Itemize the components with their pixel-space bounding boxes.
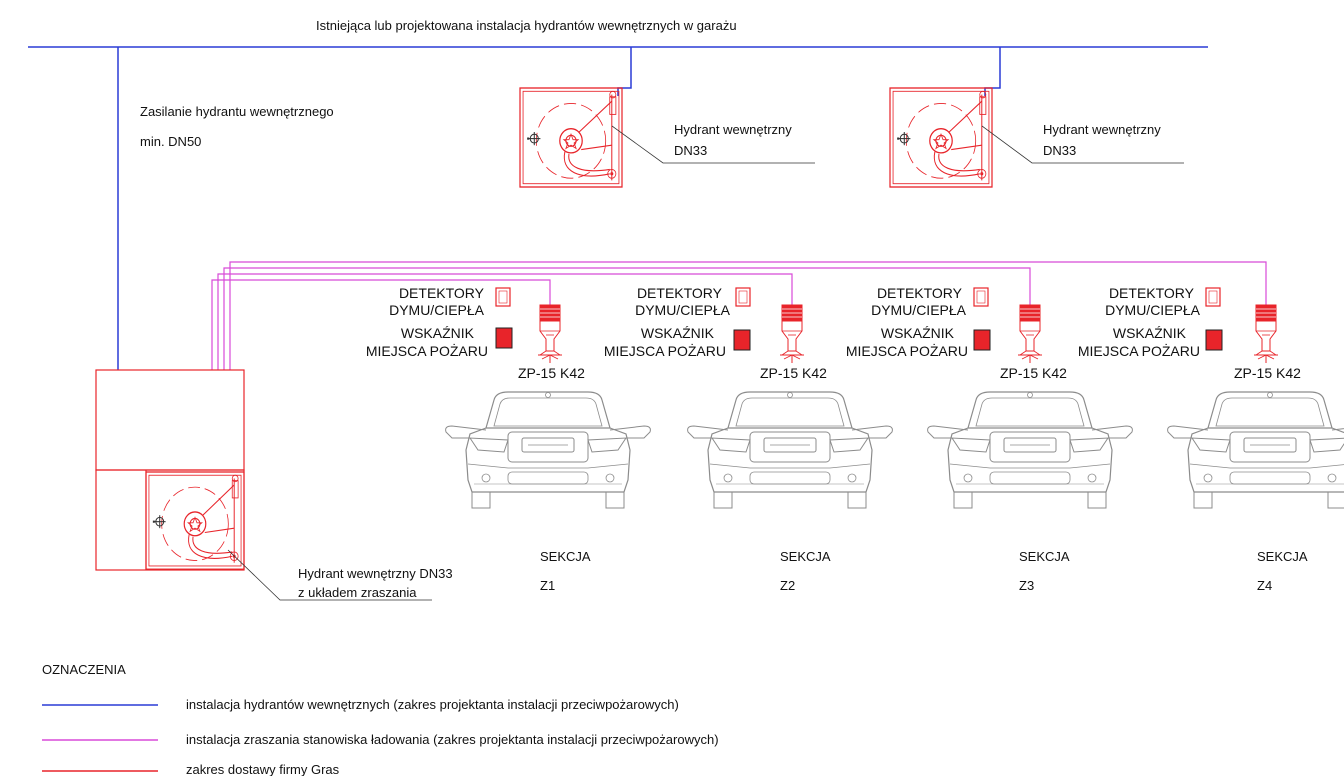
hydrant-1-label-line1: Hydrant wewnętrzny bbox=[674, 122, 792, 137]
sprinkler-icon bbox=[1253, 304, 1279, 364]
detector-label-line2: DYMU/CIEPŁA bbox=[389, 302, 485, 318]
car-icon bbox=[926, 391, 1134, 509]
hydrant-1-label-line2: DN33 bbox=[674, 143, 707, 158]
fire-location-indicator-icon bbox=[1205, 329, 1223, 351]
legend-title: OZNACZENIA bbox=[42, 662, 126, 677]
section-label-line1: SEKCJA bbox=[1257, 549, 1308, 564]
section-z2: DETEKTORY DYMU/CIEPŁA WSKAŹNIK MIEJSCA P… bbox=[604, 285, 894, 593]
sprinkler-icon bbox=[537, 304, 563, 364]
hydrant-2-leader bbox=[981, 125, 1184, 164]
fire-location-indicator-icon bbox=[973, 329, 991, 351]
detector-label-line1: DETEKTORY bbox=[877, 285, 963, 301]
indicator-label-line1: WSKAŹNIK bbox=[1113, 325, 1187, 341]
wall-hydrant-2 bbox=[888, 86, 994, 189]
sprinkler-model-label: ZP-15 K42 bbox=[518, 365, 585, 381]
section-label-line1: SEKCJA bbox=[780, 549, 831, 564]
main-hydrant-label-line2: z układem zraszania bbox=[298, 585, 417, 600]
legend: OZNACZENIA instalacja hydrantów wewnętrz… bbox=[42, 662, 719, 776]
sprinkler-model-label: ZP-15 K42 bbox=[1000, 365, 1067, 381]
car-icon bbox=[445, 391, 652, 509]
sprinkler-installation-lines bbox=[211, 261, 1267, 370]
sprinkler-icon bbox=[779, 304, 805, 364]
section-label-line2: Z2 bbox=[780, 578, 795, 593]
hydrant-2-label-line2: DN33 bbox=[1043, 143, 1076, 158]
detector-label-line1: DETEKTORY bbox=[637, 285, 723, 301]
diagram-title: Istniejąca lub projektowana instalacja h… bbox=[316, 18, 737, 33]
car-icon bbox=[686, 391, 894, 509]
car-icon bbox=[1166, 391, 1344, 509]
supply-label-line1: Zasilanie hydrantu wewnętrznego bbox=[140, 104, 334, 119]
legend-label-supplier: zakres dostawy firmy Gras bbox=[186, 762, 340, 776]
indicator-label-line2: MIEJSCA POŻARU bbox=[846, 342, 968, 359]
section-z1: DETEKTORY DYMU/CIEPŁA WSKAŹNIK MIEJSCA P… bbox=[366, 285, 652, 593]
detector-label-line2: DYMU/CIEPŁA bbox=[1105, 302, 1201, 318]
detector-label-line1: DETEKTORY bbox=[399, 285, 485, 301]
hydrant-1-leader bbox=[611, 125, 815, 164]
hydrant-installation-lines bbox=[28, 46, 1208, 370]
sprinkler-icon bbox=[1017, 304, 1043, 364]
section-z4: DETEKTORY DYMU/CIEPŁA WSKAŹNIK MIEJSCA P… bbox=[1078, 285, 1344, 593]
indicator-label-line1: WSKAŹNIK bbox=[401, 325, 475, 341]
detector-label-line2: DYMU/CIEPŁA bbox=[635, 302, 731, 318]
section-label-line1: SEKCJA bbox=[1019, 549, 1070, 564]
detector-label-line1: DETEKTORY bbox=[1109, 285, 1195, 301]
sprinkler-model-label: ZP-15 K42 bbox=[1234, 365, 1301, 381]
section-label-line2: Z4 bbox=[1257, 578, 1272, 593]
section-label-line2: Z3 bbox=[1019, 578, 1034, 593]
smoke-heat-detector-icon bbox=[735, 287, 751, 307]
sprinkler-model-label: ZP-15 K42 bbox=[760, 365, 827, 381]
indicator-label-line2: MIEJSCA POŻARU bbox=[366, 342, 488, 359]
hydrant-2-label-line1: Hydrant wewnętrzny bbox=[1043, 122, 1161, 137]
smoke-heat-detector-icon bbox=[1205, 287, 1221, 307]
main-hydrant-leader bbox=[227, 549, 432, 601]
legend-label-sprinkler: instalacja zraszania stanowiska ładowani… bbox=[186, 732, 719, 747]
indicator-label-line2: MIEJSCA POŻARU bbox=[604, 342, 726, 359]
indicator-label-line1: WSKAŹNIK bbox=[641, 325, 715, 341]
smoke-heat-detector-icon bbox=[495, 287, 511, 307]
supply-label-line2: min. DN50 bbox=[140, 134, 201, 149]
indicator-label-line2: MIEJSCA POŻARU bbox=[1078, 342, 1200, 359]
section-label-line1: SEKCJA bbox=[540, 549, 591, 564]
main-hydrant-cabinet bbox=[95, 369, 246, 571]
section-label-line2: Z1 bbox=[540, 578, 555, 593]
main-hydrant-label-line1: Hydrant wewnętrzny DN33 bbox=[298, 566, 453, 581]
indicator-label-line1: WSKAŹNIK bbox=[881, 325, 955, 341]
smoke-heat-detector-icon bbox=[973, 287, 989, 307]
detector-label-line2: DYMU/CIEPŁA bbox=[871, 302, 967, 318]
section-z3: DETEKTORY DYMU/CIEPŁA WSKAŹNIK MIEJSCA P… bbox=[846, 285, 1134, 593]
wall-hydrant-1 bbox=[518, 86, 624, 189]
legend-label-hydrant: instalacja hydrantów wewnętrznych (zakre… bbox=[186, 697, 679, 712]
fire-location-indicator-icon bbox=[733, 329, 751, 351]
fire-location-indicator-icon bbox=[495, 327, 513, 349]
